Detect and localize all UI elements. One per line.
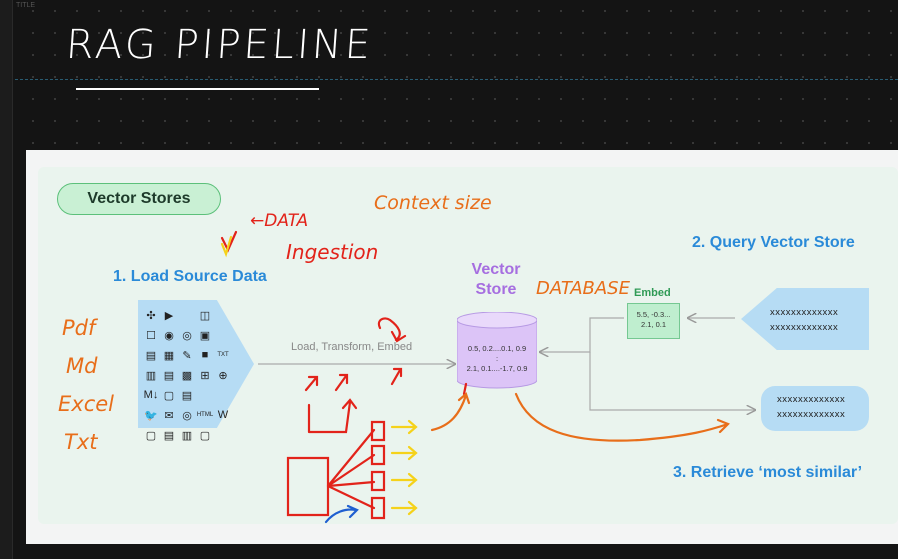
embed-label: Embed bbox=[634, 287, 671, 299]
source-file-icon: ⊞ bbox=[200, 369, 210, 382]
source-file-icon: ◎ bbox=[182, 409, 192, 422]
query-text: xxxxxxxxxxxxx xxxxxxxxxxxxx bbox=[770, 305, 838, 335]
ink-data-label: ←DATA bbox=[250, 211, 309, 231]
ink-chunk-boxes bbox=[370, 420, 386, 520]
left-toolbar bbox=[0, 0, 13, 559]
source-file-icon: ▦ bbox=[163, 349, 175, 362]
source-file-icon: ◫ bbox=[199, 309, 211, 322]
vector-store-label-line2: Store bbox=[475, 281, 517, 298]
ink-chunk-arrow-4 bbox=[390, 500, 418, 516]
ink-strokes-orange bbox=[430, 392, 730, 442]
query-text-line2: xxxxxxxxxxxxx bbox=[770, 322, 839, 333]
query-embedding-line2: 2.1, 0.1 bbox=[640, 320, 667, 329]
window-title-label: TITLE bbox=[16, 2, 36, 9]
ink-chunk-arrow-3 bbox=[390, 472, 418, 488]
result-text: xxxxxxxxxxxxx xxxxxxxxxxxxx bbox=[777, 392, 845, 422]
query-embedding-line1: 5.5, -0.3... bbox=[636, 310, 671, 319]
source-file-icon: ▤ bbox=[181, 389, 193, 402]
source-file-icon: M↓ bbox=[143, 389, 159, 401]
stored-vector-2: 2.1, 0.1....-1.7, 0.9 bbox=[466, 364, 528, 373]
ink-format-md: Md bbox=[66, 354, 98, 378]
store-to-result-arrow bbox=[589, 352, 755, 410]
source-file-icon: ▤ bbox=[163, 369, 175, 382]
result-text-line1: xxxxxxxxxxxxx bbox=[777, 394, 846, 405]
ink-loop-arrow bbox=[377, 317, 407, 343]
ink-chunks-to-store-arrow bbox=[430, 392, 471, 432]
source-file-icon: ▢ bbox=[145, 429, 157, 442]
source-file-icon: ▤ bbox=[163, 429, 175, 442]
source-file-icon: ▤ bbox=[145, 349, 157, 362]
source-file-icon: ▢ bbox=[199, 429, 211, 442]
ink-chunk-arrow-1 bbox=[390, 419, 418, 435]
ink-l-shape bbox=[307, 398, 358, 434]
vector-stores-badge: Vector Stores bbox=[57, 183, 221, 215]
result-text-line2: xxxxxxxxxxxxx bbox=[777, 409, 846, 420]
title-underline bbox=[76, 88, 319, 90]
step-2-heading: 2. Query Vector Store bbox=[692, 234, 855, 251]
source-file-icon: ▶ bbox=[164, 309, 174, 322]
source-file-icon: ▣ bbox=[199, 329, 211, 342]
source-file-icon: ✉ bbox=[164, 409, 174, 422]
ink-format-pdf: Pdf bbox=[62, 316, 96, 340]
source-file-icon: TXT bbox=[217, 352, 229, 358]
step-3-heading: 3. Retrieve ‘most similar’ bbox=[673, 464, 863, 481]
source-file-icon: ▥ bbox=[181, 429, 193, 442]
ink-check-yellow bbox=[220, 235, 233, 258]
source-file-icon: ▥ bbox=[145, 369, 157, 382]
stored-vector-1: 0.5, 0.2....0.1, 0.9 bbox=[467, 344, 527, 353]
source-file-icon: ▩ bbox=[181, 369, 193, 382]
ink-source-box bbox=[286, 456, 330, 517]
source-file-icon: ✣ bbox=[146, 309, 156, 322]
vector-store-label: Vector Store bbox=[462, 260, 530, 300]
ink-format-excel: Excel bbox=[58, 392, 114, 416]
ink-fanout-lines bbox=[326, 428, 376, 510]
vector-database-icon bbox=[457, 312, 537, 389]
ink-up-arrow-3 bbox=[390, 367, 403, 386]
source-file-icon: HTML bbox=[196, 412, 214, 418]
source-file-icon: ✎ bbox=[182, 349, 192, 362]
ink-strokes-yellow bbox=[220, 235, 418, 516]
query-text-line1: xxxxxxxxxxxxx bbox=[770, 307, 839, 318]
ink-database-label: DATABASE bbox=[536, 278, 630, 299]
stored-vectors: 0.5, 0.2....0.1, 0.9 : 2.1, 0.1....-1.7,… bbox=[457, 344, 537, 374]
ink-tick bbox=[462, 382, 468, 396]
ink-strokes-red bbox=[220, 230, 468, 520]
source-file-icon: ☐ bbox=[146, 329, 156, 342]
load-transform-embed-label: Load, Transform, Embed bbox=[291, 341, 413, 353]
ink-format-txt: Txt bbox=[64, 430, 98, 454]
source-file-icon: ◉ bbox=[164, 329, 174, 342]
ink-ingestion-label: Ingestion bbox=[286, 240, 379, 264]
ink-context-size: Context size bbox=[374, 192, 492, 214]
ink-chunk-arrow-2 bbox=[390, 445, 418, 461]
source-file-icon: ◎ bbox=[182, 329, 192, 342]
ink-up-arrow-1 bbox=[304, 375, 319, 392]
step-1-heading: 1. Load Source Data bbox=[113, 268, 267, 285]
source-file-icon: ⊕ bbox=[218, 369, 228, 382]
stored-vector-ellipsis: : bbox=[495, 354, 499, 363]
source-file-icon: ■ bbox=[201, 349, 209, 361]
ink-up-arrow-2 bbox=[334, 373, 349, 392]
vector-store-label-line1: Vector bbox=[471, 261, 521, 278]
ink-store-to-result-arrow bbox=[514, 392, 730, 442]
result-shape bbox=[761, 386, 869, 431]
canvas-dot-grid bbox=[0, 0, 898, 150]
source-file-icon: ▢ bbox=[163, 389, 175, 402]
query-embedding-box: 5.5, -0.3... 2.1, 0.1 bbox=[627, 303, 680, 339]
source-file-icon: W bbox=[217, 409, 229, 421]
canvas-dashed-guide bbox=[0, 79, 898, 80]
ink-blue-arrow bbox=[324, 504, 359, 524]
embed-to-store-arrow bbox=[540, 317, 624, 352]
source-file-icon: 🐦 bbox=[144, 409, 158, 422]
